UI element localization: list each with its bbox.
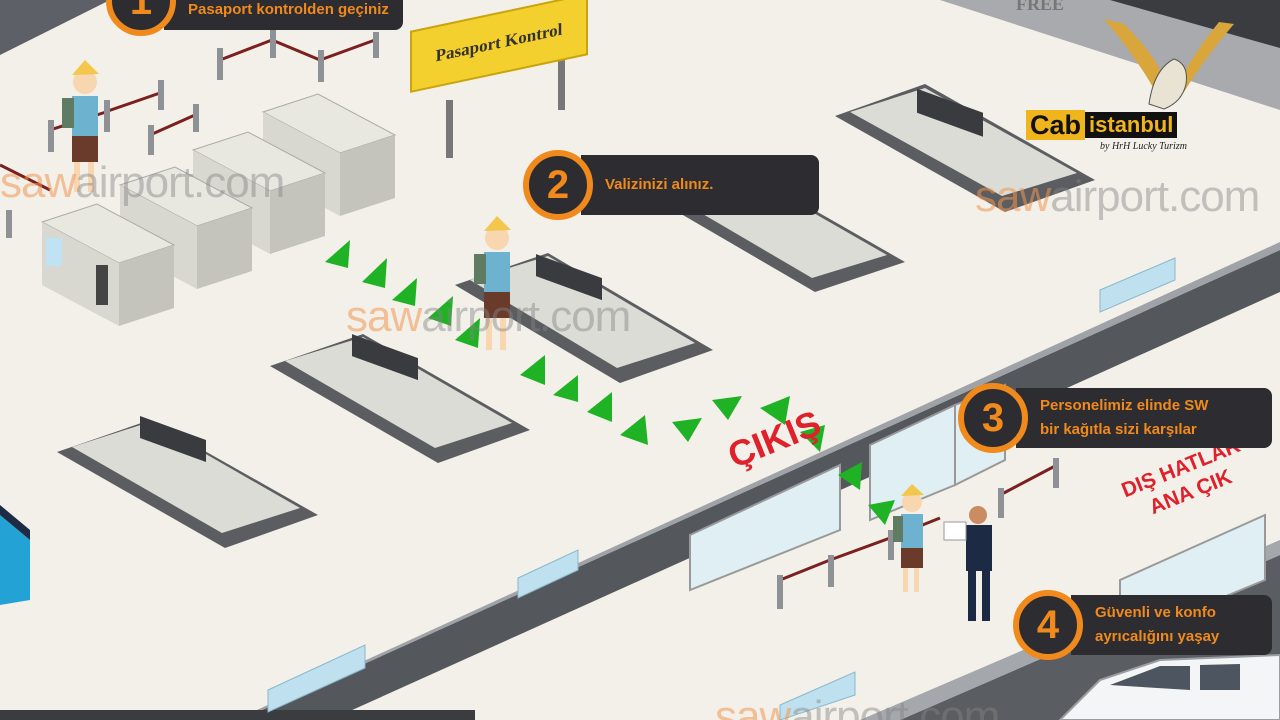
step-text-box: Pasaport kontrolden geçiniz bbox=[164, 0, 403, 30]
step-number-badge: 2 bbox=[523, 150, 593, 220]
step-text-box: Güvenli ve konfo ayrıcalığını yaşay bbox=[1071, 595, 1272, 655]
watermark: sawairport.com bbox=[975, 172, 1260, 221]
waiting-seats bbox=[267, 257, 1176, 720]
logo-wordmark: Cab istanbul bbox=[1026, 110, 1178, 140]
traveller-figure bbox=[893, 484, 924, 592]
barrier-posts bbox=[6, 30, 1059, 609]
step-number-badge: 3 bbox=[958, 383, 1028, 453]
walking-path-arrows bbox=[325, 240, 895, 525]
duty-free-sign: FREE bbox=[1016, 0, 1065, 14]
passport-control-sign-text: Pasaport Kontrol bbox=[435, 19, 563, 66]
step-2-callout: 2 Valizinizi alınız. bbox=[523, 150, 819, 220]
transfer-van bbox=[1058, 653, 1280, 720]
winged-horse-icon bbox=[1104, 19, 1234, 110]
watermark: sawairport.com bbox=[0, 158, 285, 207]
step-text-box: Personelimiz elinde SW bir kağıtla sizi … bbox=[1016, 388, 1272, 448]
step-text-box: Valizinizi alınız. bbox=[581, 155, 819, 215]
baggage-carousels bbox=[57, 84, 1095, 548]
passport-booths bbox=[40, 93, 397, 326]
step-number-badge: 4 bbox=[1013, 590, 1083, 660]
watermark: sawairport.com bbox=[715, 692, 1000, 720]
watermark: sawairport.com bbox=[346, 292, 631, 341]
traveller-figure bbox=[62, 60, 99, 192]
cabistanbul-logo: Cab istanbul by HrH Lucky Turizm bbox=[1026, 14, 1246, 164]
step-4-callout: 4 Güvenli ve konfo ayrıcalığını yaşay bbox=[1013, 590, 1272, 660]
step-3-callout: 3 Personelimiz elinde SW bir kağıtla siz… bbox=[958, 383, 1272, 453]
greeter-staff-figure bbox=[943, 506, 992, 621]
step-1-callout: 1 Pasaport kontrolden geçiniz bbox=[106, 0, 403, 36]
traveller-figure bbox=[474, 216, 511, 350]
logo-subtitle: by HrH Lucky Turizm bbox=[1100, 141, 1187, 152]
step-number-badge: 1 bbox=[106, 0, 176, 36]
